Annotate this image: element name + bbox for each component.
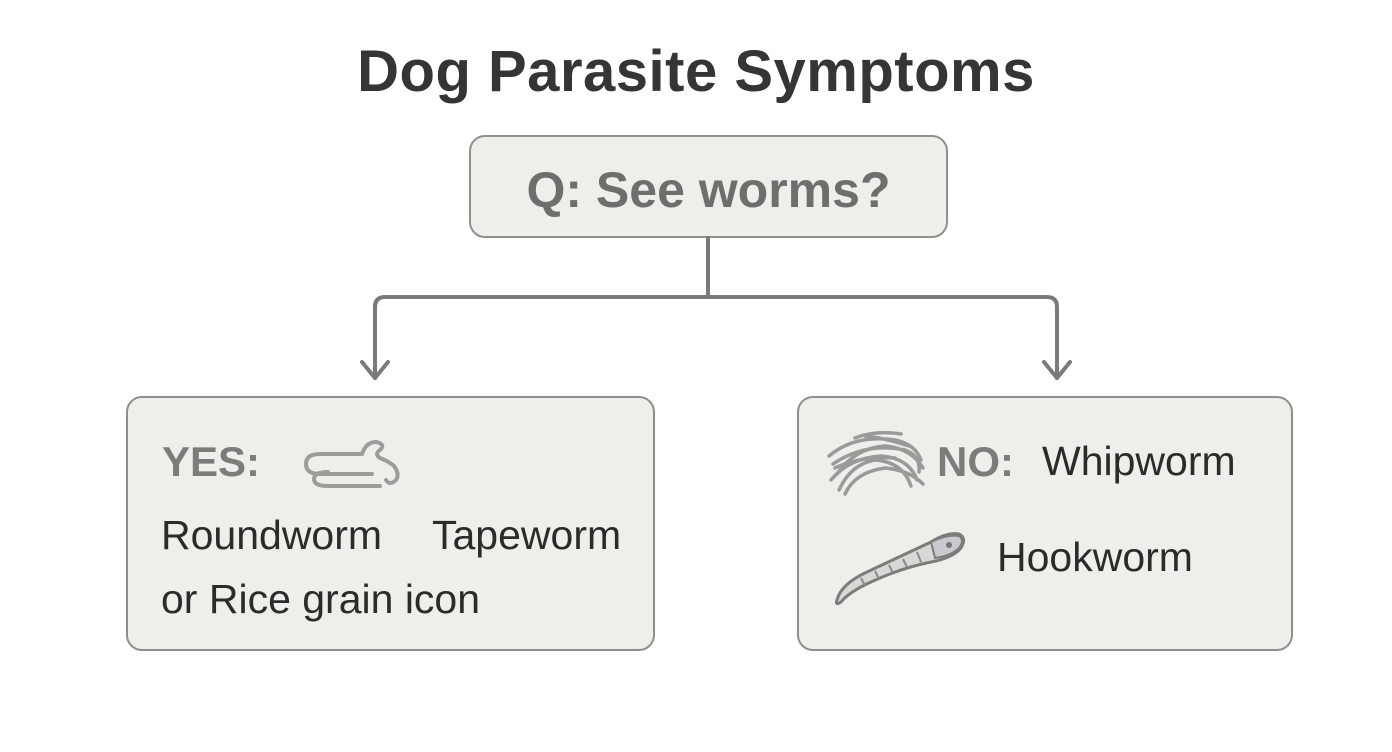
arrow-down-left-icon bbox=[360, 360, 390, 380]
rice-grain-text: or Rice grain icon bbox=[161, 576, 481, 622]
arrow-down-right-icon bbox=[1042, 360, 1072, 380]
no-label: NO: bbox=[937, 438, 1014, 485]
hookworm-icon bbox=[835, 532, 966, 606]
roundworm-text: Roundworm bbox=[161, 512, 383, 558]
tapeworm-text: Tapeworm bbox=[432, 512, 622, 558]
page-title: Dog Parasite Symptoms bbox=[357, 39, 1035, 104]
no-node: NO: Whipworm Hookworm bbox=[797, 396, 1293, 651]
whipworm-text: Whipworm bbox=[1042, 438, 1236, 484]
roundworm-coil-icon bbox=[303, 439, 400, 488]
question-node: Q: See worms? bbox=[469, 135, 948, 238]
question-text: Q: See worms? bbox=[526, 162, 891, 218]
yes-node: YES: Roundworm Tapeworm or Rice grain ic… bbox=[126, 396, 655, 651]
yes-label: YES: bbox=[162, 438, 261, 485]
whipworm-tangle-icon bbox=[827, 430, 925, 496]
hookworm-text: Hookworm bbox=[997, 534, 1193, 580]
